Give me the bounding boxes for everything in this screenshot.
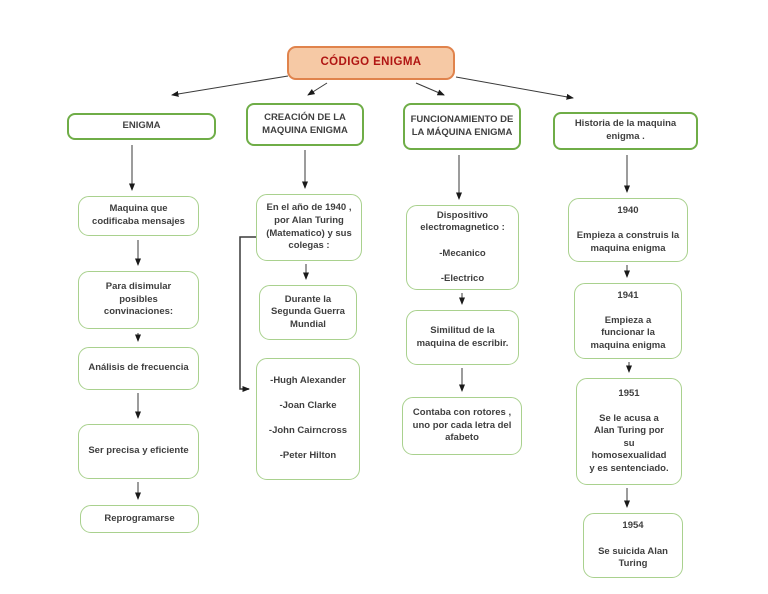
arrow-root-to-funcionamiento	[415, 82, 445, 96]
box-1954-suicida: 1954 Se suicida Alan Turing	[583, 513, 683, 578]
box-analisis-frecuencia: Análisis de frecuencia	[78, 347, 199, 390]
box-disimular-combinaciones: Para disimular posibles convinaciones:	[78, 271, 199, 329]
root-node-codigo-enigma: CÓDIGO ENIGMA	[287, 46, 455, 80]
header-funcionamiento-maquina-enigma: FUNCIONAMIENTO DE LA MÁQUINA ENIGMA	[403, 103, 521, 150]
box-precisa-eficiente: Ser precisa y eficiente	[78, 424, 199, 479]
box-similitud-maquina-escribir: Similitud de la maquina de escribir.	[406, 310, 519, 365]
box-1940-construye: 1940 Empieza a construis la maquina enig…	[568, 198, 688, 262]
box-colegas-nombres: -Hugh Alexander -Joan Clarke -John Cairn…	[256, 358, 360, 480]
box-maquina-codificaba: Maquina que codificaba mensajes	[78, 196, 199, 236]
header-creacion-maquina-enigma: CREACIÓN DE LA MAQUINA ENIGMA	[246, 103, 364, 146]
box-ano-1940-alan-turing: En el año de 1940 , por Alan Turing (Mat…	[256, 194, 362, 261]
box-1951-acusa: 1951 Se le acusa a Alan Turing por su ho…	[576, 378, 682, 485]
box-1941-funcionar: 1941 Empieza a funcionar la maquina enig…	[574, 283, 682, 359]
header-historia-maquina-enigma: Historia de la maquina enigma .	[553, 112, 698, 150]
box-dispositivo-electromagnetico: Dispositivo electromagnetico : -Mecanico…	[406, 205, 519, 290]
box-segunda-guerra-mundial: Durante la Segunda Guerra Mundial	[259, 285, 357, 340]
header-enigma: ENIGMA	[67, 113, 216, 140]
arrow-col2-elbow	[239, 236, 256, 392]
box-reprogramarse: Reprogramarse	[80, 505, 199, 533]
box-rotores-alfabeto: Contaba con rotores , uno por cada letra…	[402, 397, 522, 455]
arrow-root-to-creacion	[307, 82, 328, 96]
arrow-root-to-historia	[455, 76, 574, 100]
arrow-root-to-enigma	[171, 75, 289, 97]
